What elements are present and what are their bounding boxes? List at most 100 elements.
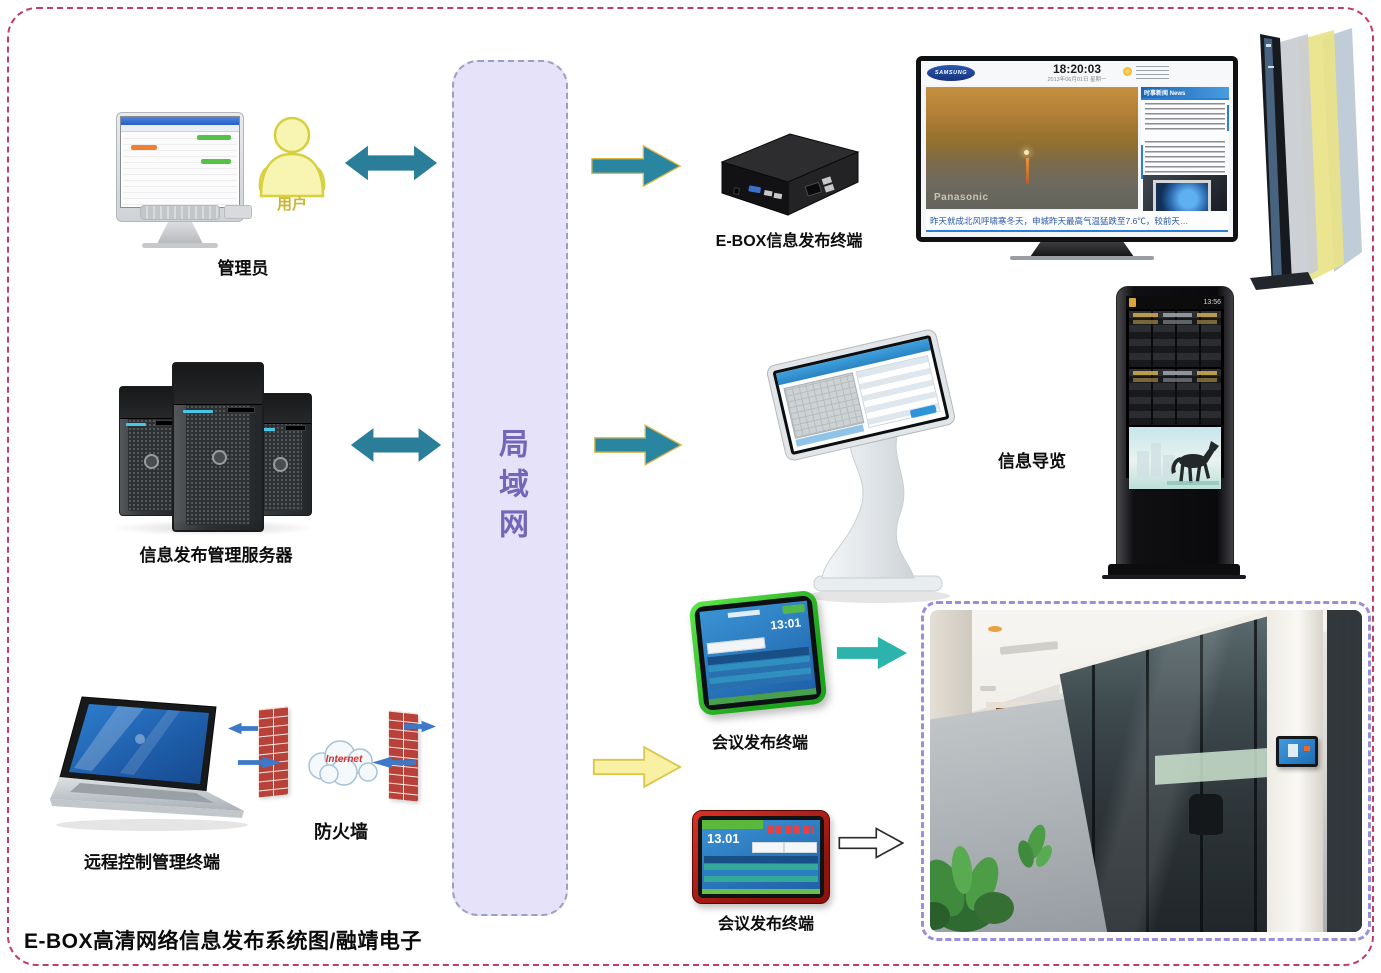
wall-panel-card — [1287, 743, 1299, 758]
remote-laptop — [50, 696, 248, 831]
meeting-terminal-red: 13.01 — [692, 810, 830, 904]
alarm-light — [988, 626, 1002, 632]
meeting-status-red-text — [766, 826, 814, 834]
plants — [930, 824, 1052, 932]
wall-panel-screen — [1278, 738, 1315, 764]
arrow-server-lan — [350, 428, 442, 462]
server-shadow — [110, 520, 320, 536]
arrow-lan-ebox — [591, 144, 682, 188]
totem-base-plate — [1102, 575, 1246, 579]
frosted-glass-band — [1154, 747, 1267, 785]
dell-badge-icon — [144, 453, 159, 469]
guide-caption: 信息导览 — [998, 452, 1066, 471]
totem-screen: 13:56 — [1126, 296, 1224, 489]
tv-main-video: Panasonic — [926, 87, 1138, 209]
mouse — [224, 205, 252, 219]
lan-zone: 局域网 — [452, 60, 568, 916]
meeting-table-rows — [704, 864, 818, 882]
keyboard — [140, 205, 220, 220]
progress-bar-green — [197, 135, 231, 140]
news-bracket-left — [1141, 145, 1143, 179]
arrow-lan-kiosk — [594, 424, 683, 466]
tablet-screen: 13:01 — [699, 600, 817, 706]
office-chair — [1189, 793, 1224, 834]
dell-badge-icon — [273, 456, 288, 472]
meeting-green-caption: 会议发布终端 — [711, 735, 808, 752]
user-person-icon — [258, 116, 326, 198]
city-silhouette — [1137, 451, 1149, 477]
reserve-button — [782, 603, 805, 615]
tv-stand — [1030, 242, 1134, 257]
cloud-shape — [308, 740, 378, 786]
totem-logo-icon — [1129, 298, 1136, 307]
office-photo — [930, 610, 1362, 932]
meeting-clock: 13:01 — [769, 615, 802, 633]
servers-caption: 信息发布管理服务器 — [139, 546, 293, 565]
news-header: 时事新闻 News — [1141, 87, 1229, 100]
arrow-red-to-photo — [838, 827, 904, 859]
internet-cloud: Internet — [302, 736, 386, 786]
server-drive-slot — [226, 407, 255, 414]
schedule-row — [1132, 378, 1218, 382]
lan-label: 局域网 — [494, 428, 527, 548]
meeting-input-box — [751, 842, 785, 853]
city-silhouette — [1151, 443, 1161, 477]
meeting-footer-bar — [702, 889, 820, 894]
totem-header: 13:56 — [1126, 296, 1224, 309]
tv-ticker: 昨天就成北风呼啸寒冬天，申城昨天最高气温猛跌至7.6℃，较前天… — [926, 211, 1228, 232]
panel-gray — [1280, 34, 1318, 286]
arrow-lan-meeting — [592, 745, 682, 789]
meeting-title-bar — [727, 609, 761, 618]
slim-display-stack — [1250, 28, 1362, 290]
imac-base — [142, 243, 218, 248]
server-head — [174, 364, 262, 405]
internet-label: Internet — [325, 754, 363, 765]
meeting-input-box — [784, 842, 817, 853]
tv-screen: SAMSUNG 18:20:03 2013年06月01日 星期一 Panason… — [921, 61, 1233, 237]
progress-bar-orange — [131, 145, 157, 150]
meeting-table-header — [704, 856, 818, 863]
tv-news-panel: 时事新闻 News — [1141, 87, 1229, 229]
firewall-caption: 防火墙 — [314, 822, 368, 842]
sunset-sun — [1023, 150, 1029, 156]
totem-time: 13:56 — [1203, 299, 1221, 306]
schedule-row-highlight — [1132, 313, 1218, 317]
kiosk-stand — [806, 420, 950, 603]
tv-date: 2013年06月01日 星期一 — [1047, 77, 1107, 83]
meeting-clock: 13.01 — [707, 831, 740, 846]
slim-tv-screen — [1264, 38, 1282, 281]
weather-text-lines — [1136, 66, 1169, 80]
server-led — [253, 427, 276, 431]
schedule-row-highlight — [1132, 371, 1218, 375]
ceiling-light — [980, 686, 996, 691]
white-pillar — [1266, 610, 1324, 932]
right-dark-column — [1327, 610, 1362, 932]
tv-weather-widget — [1121, 65, 1169, 81]
firewall-arrow-in-left — [238, 756, 282, 769]
imac-stand — [157, 222, 203, 244]
samsung-logo: SAMSUNG — [927, 65, 975, 81]
footer-title: E-BOX高清网络信息发布系统图/融靖电子 — [24, 930, 422, 953]
totem-schedule-2 — [1129, 369, 1221, 425]
user-tag-label: 用户 — [276, 196, 307, 213]
signage-tv: SAMSUNG 18:20:03 2013年06月01日 星期一 Panason… — [916, 56, 1238, 242]
progress-bar-green-2 — [201, 159, 231, 164]
meeting-room-name-bar — [702, 820, 764, 829]
signage-totem: 13:56 — [1116, 286, 1234, 570]
tv-topbar: SAMSUNG — [921, 61, 1233, 85]
meeting-red-caption: 会议发布终端 — [717, 916, 814, 933]
office-photo-frame — [921, 601, 1371, 941]
totem-schedule-1 — [1129, 311, 1221, 367]
server-led — [182, 410, 213, 414]
horse-graphic — [1167, 441, 1219, 485]
sun-icon — [1123, 67, 1132, 76]
server-head — [120, 387, 180, 419]
office-chair-base — [1195, 832, 1218, 836]
remote-caption: 远程控制管理终端 — [84, 853, 220, 872]
meeting-terminal-green: 13:01 — [688, 589, 828, 717]
wall-panel-badge — [1303, 745, 1311, 752]
management-app-table — [123, 133, 237, 205]
dell-badge-icon — [212, 450, 227, 466]
tablet-screen: 13.01 — [702, 820, 820, 894]
